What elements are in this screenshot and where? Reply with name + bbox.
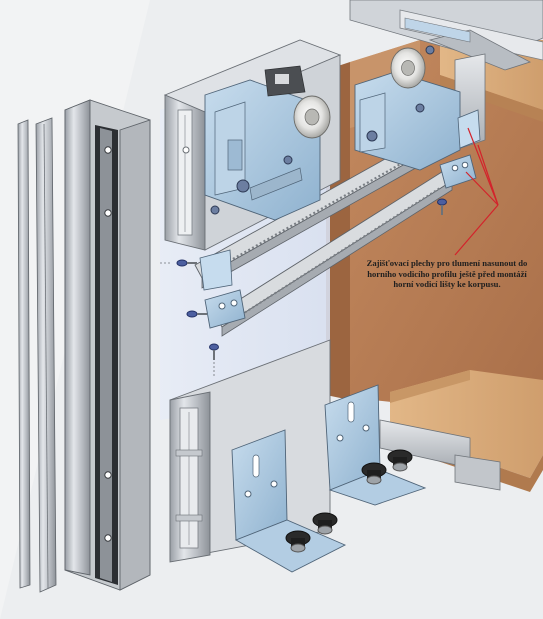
- screw-1: [176, 259, 197, 267]
- screw-3: [209, 343, 219, 360]
- screw-4: [437, 198, 447, 215]
- screws: [160, 198, 447, 376]
- annotation-leader-lines: [454, 127, 499, 256]
- upper-roller-wheel-rear: [390, 47, 426, 89]
- upper-roller-carriage-rear: [354, 45, 461, 171]
- locking-plate-left: [199, 249, 246, 329]
- vertical-profile-thin: [17, 117, 57, 593]
- lower-roller-pair-right: [361, 449, 413, 485]
- lower-bracket-left: [231, 429, 347, 573]
- lower-roller-pair-left: [285, 512, 338, 553]
- top-guide-profile: [349, 0, 543, 151]
- lower-guide-rail: [379, 419, 501, 491]
- vertical-handle-profile-large: [64, 99, 151, 591]
- upper-roller-wheel-front: [293, 95, 331, 139]
- screw-2: [186, 310, 207, 318]
- assembly-note-text: Zajišťovací plechy pro tlumení nasunout …: [366, 258, 528, 290]
- upper-roller-carriage-front: [204, 65, 321, 221]
